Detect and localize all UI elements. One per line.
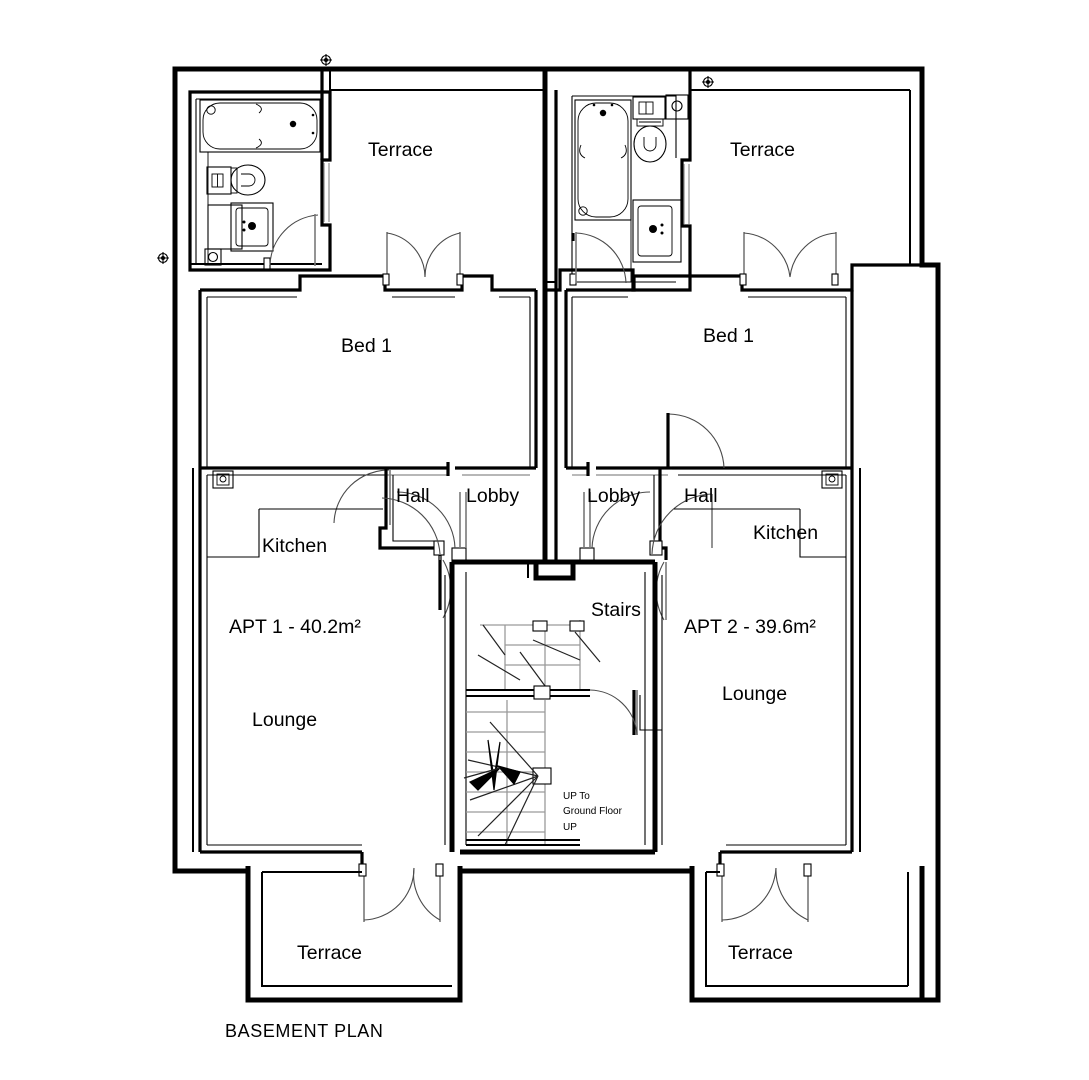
room-label-bed-right: Bed 1 <box>703 325 754 347</box>
kitchen-lounge-left-walls <box>192 468 455 922</box>
room-label-stairs: Stairs <box>591 599 641 621</box>
room-label-lobby-left: Lobby <box>466 485 520 507</box>
room-label-kitchen-right: Kitchen <box>753 522 819 544</box>
terrace-bottom-right-walls <box>689 866 925 1003</box>
room-label-hall-right: Hall <box>684 485 718 507</box>
kitchen-lounge-right-walls <box>632 468 861 922</box>
room-label-lobby-right: Lobby <box>587 485 641 507</box>
hall-lobby-right-walls <box>566 462 713 621</box>
room-label-bed-left: Bed 1 <box>341 335 392 357</box>
annotation-up-to-line2: Ground Floor <box>563 806 622 817</box>
terrace-top-right-walls <box>690 89 911 265</box>
stairs-core <box>452 559 655 855</box>
central-party-wall <box>527 69 576 581</box>
bathroom-left <box>157 54 332 272</box>
room-label-terrace-bottom-left: Terrace <box>297 942 363 964</box>
annotation-up: UP <box>563 822 577 833</box>
outer-right-offset <box>921 69 939 1000</box>
bedroom-left-walls <box>198 232 538 476</box>
plan-title: BASEMENT PLAN <box>225 1021 384 1041</box>
bathroom-right <box>543 67 714 292</box>
bedroom-right-walls <box>564 232 938 476</box>
room-label-hall-left: Hall <box>396 485 430 507</box>
terrace-bottom-left-walls <box>245 866 463 1003</box>
terrace-top-left-walls <box>330 68 543 91</box>
room-label-terrace-bottom-right: Terrace <box>728 942 794 964</box>
room-label-terrace-top-right: Terrace <box>730 139 796 161</box>
annotation-up-to-line1: UP To <box>563 791 590 802</box>
room-label-lounge-right: Lounge <box>722 683 788 705</box>
apt1-area-label: APT 1 - 40.2m² <box>229 616 361 638</box>
room-label-terrace-top-left: Terrace <box>368 139 434 161</box>
apt2-area-label: APT 2 - 39.6m² <box>684 616 816 638</box>
room-label-kitchen-left: Kitchen <box>262 535 328 557</box>
room-label-lounge-left: Lounge <box>252 709 318 731</box>
